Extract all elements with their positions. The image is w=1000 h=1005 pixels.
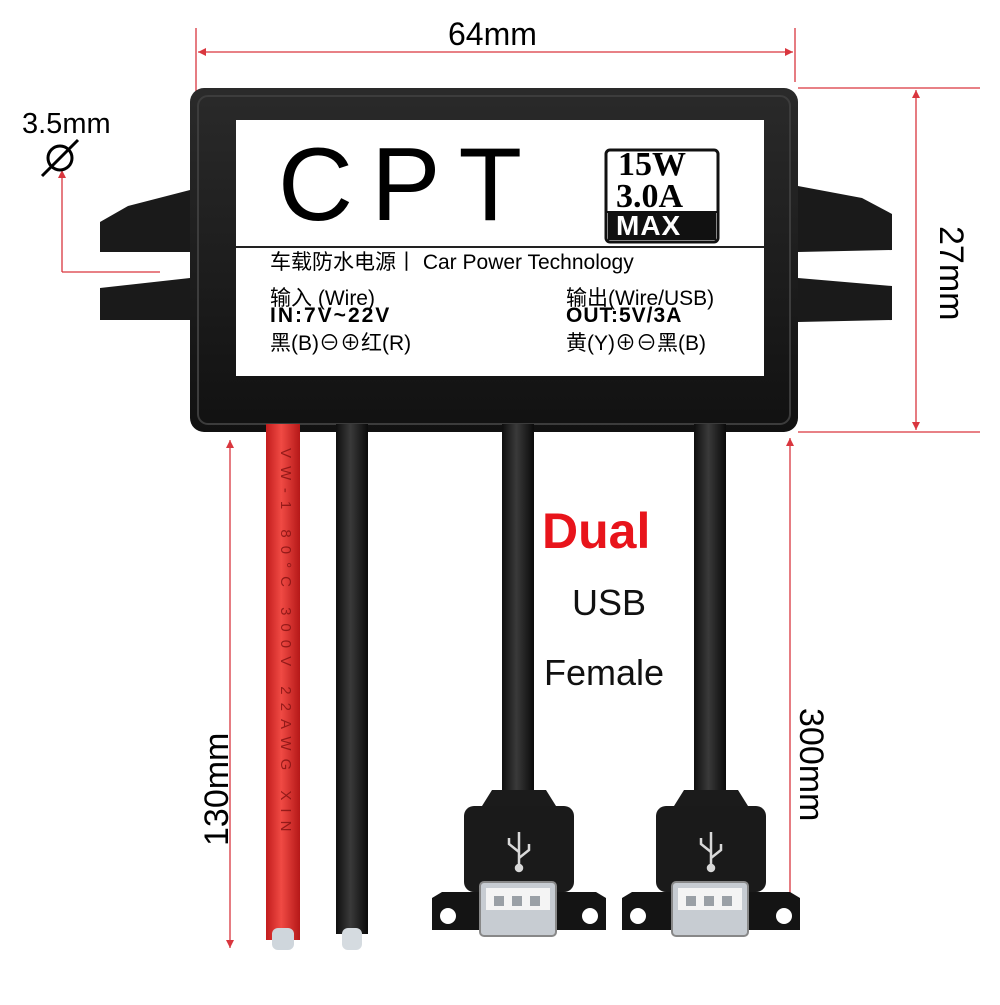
brand-logo-text: CPT xyxy=(278,127,540,243)
mounting-tab-right xyxy=(798,186,892,322)
rating-power-text: 15W xyxy=(618,146,686,183)
rating-max-text: MAX xyxy=(616,210,682,241)
usb-cable-length-label: 300mm xyxy=(792,708,830,822)
usb-trident-icon xyxy=(699,832,723,873)
usb-cable-2 xyxy=(694,424,726,804)
red-input-wire xyxy=(266,424,300,950)
black-input-wire xyxy=(336,424,368,950)
input-voltage-range: IN:7V~22V xyxy=(270,304,392,327)
mounting-tab-left xyxy=(100,190,190,320)
callout-usb: USB xyxy=(572,582,647,623)
usb-trident-icon xyxy=(507,832,531,873)
rating-current-text: 3.0A xyxy=(616,178,684,215)
wire-length-label: 130mm xyxy=(198,732,236,846)
output-title: 输出(Wire/USB) xyxy=(566,287,715,310)
width-dimension-label: 64mm xyxy=(448,16,537,52)
hole-diameter-label: 3.5mm xyxy=(22,108,111,140)
usb-cable-1 xyxy=(502,424,534,804)
output-polarity: 黄(Y)⊕⊖黑(B) xyxy=(566,332,706,355)
callout-female: Female xyxy=(544,652,665,693)
diameter-symbol-icon xyxy=(40,138,80,178)
height-dimension-label: 27mm xyxy=(932,226,970,321)
input-polarity: 黑(B)⊖⊕红(R) xyxy=(270,332,412,355)
usb-female-connector-2 xyxy=(622,790,800,937)
callout-dual: Dual xyxy=(542,503,651,559)
usb-female-connector-1 xyxy=(432,790,606,937)
label-subtitle: 车载防水电源丨 Car Power Technology xyxy=(270,251,634,274)
rating-box xyxy=(604,148,720,244)
input-title: 输入 (Wire) xyxy=(270,287,375,310)
output-voltage-range: OUT:5V/3A xyxy=(566,304,683,327)
wire-marking-text: VW-1 80°C 300V 22AWG XIN xyxy=(277,448,294,840)
